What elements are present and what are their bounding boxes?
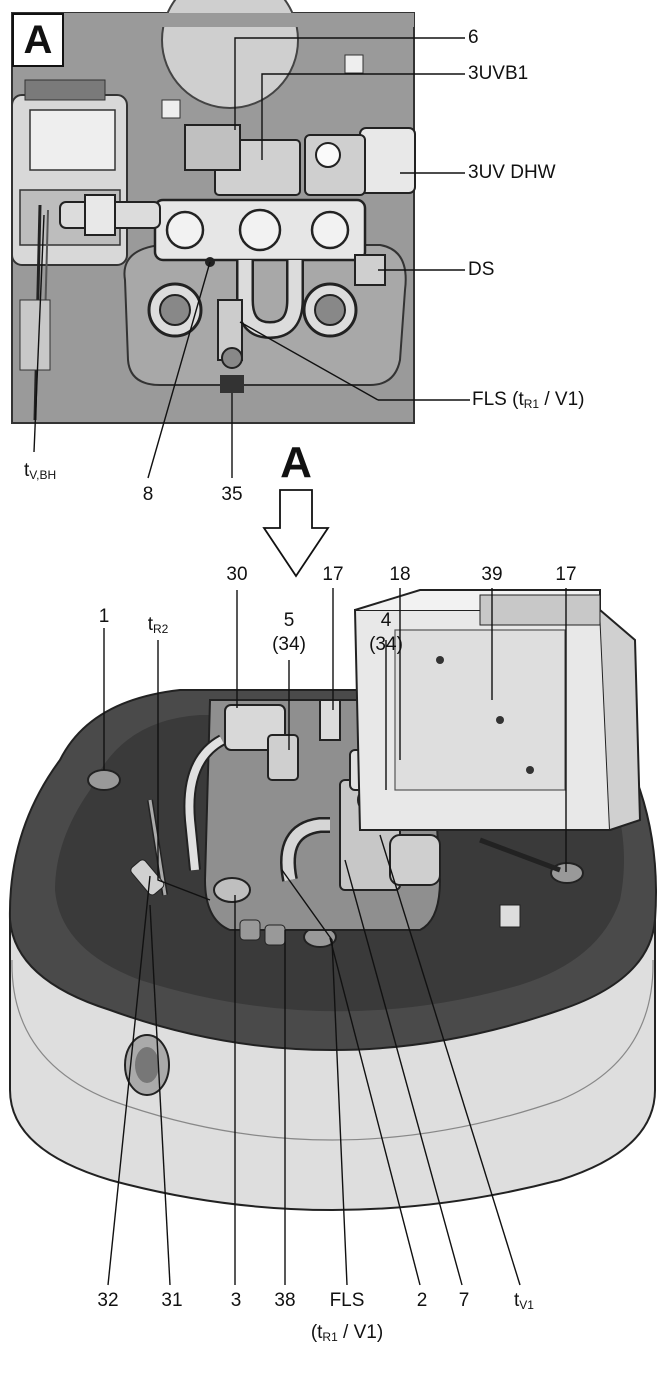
label-32: 32 xyxy=(97,1290,119,1311)
detail-view-photo xyxy=(11,0,416,424)
view-arrow-letter: A xyxy=(280,438,312,487)
label-31: 31 xyxy=(161,1290,183,1311)
label-17-left: 17 xyxy=(322,564,344,585)
label-6: 6 xyxy=(468,27,479,48)
label-2: 2 xyxy=(416,1290,428,1311)
main-view-leader-lines xyxy=(103,588,567,1286)
label-4: 4 xyxy=(380,610,392,631)
label-35: 35 xyxy=(221,484,243,505)
main-view-illustration xyxy=(8,589,657,1211)
label-3: 3 xyxy=(230,1290,242,1311)
label-ds: DS xyxy=(468,259,495,280)
label-39: 39 xyxy=(481,564,503,585)
label-3uvb1: 3UVB1 xyxy=(468,63,529,84)
label-tv1: tV1 xyxy=(514,1290,534,1312)
label-tr2: tR2 xyxy=(147,614,169,636)
label-1: 1 xyxy=(98,606,110,627)
label-4-34: (34) xyxy=(369,634,403,655)
label-18: 18 xyxy=(389,564,411,585)
label-30: 30 xyxy=(226,564,248,585)
label-5: 5 xyxy=(283,610,295,631)
label-8: 8 xyxy=(142,484,154,505)
label-fls-detail: FLS (tR1 / V1) xyxy=(472,389,585,411)
detail-view-leader-lines xyxy=(33,37,470,479)
label-38: 38 xyxy=(274,1290,296,1311)
label-tv-bh: tV,BH xyxy=(24,460,57,482)
label-3uv-dhw: 3UV DHW xyxy=(468,162,556,183)
label-17-right: 17 xyxy=(555,564,577,585)
label-fls-main-sub: (tR1 / V1) xyxy=(310,1322,384,1344)
label-7: 7 xyxy=(458,1290,470,1311)
view-arrow xyxy=(262,489,330,578)
label-fls-main: FLS xyxy=(329,1290,365,1311)
detail-view-badge: A xyxy=(12,13,64,67)
label-5-34: (34) xyxy=(272,634,306,655)
